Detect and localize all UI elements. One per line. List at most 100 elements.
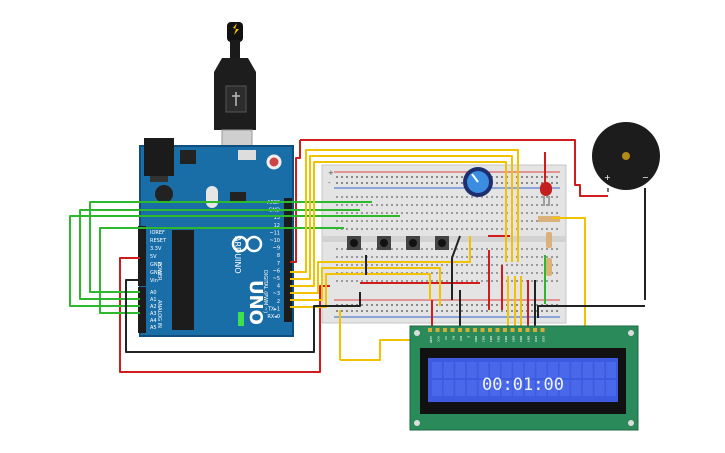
arduino-uno-board[interactable]: ARDUINO UNO ANALOG IN POWER DIGITAL (PWM… [138,138,294,337]
lcd-pin-label: VCC [437,336,441,342]
usb-cable-icon [233,23,239,35]
resistor-3 [546,258,552,276]
red-led[interactable] [540,182,552,206]
push-button-1[interactable] [347,236,361,250]
pin-label: ~11 [269,230,280,236]
pin-label: RESET [150,238,167,244]
lcd-pin[interactable] [488,328,492,332]
lcd-pin[interactable] [435,328,440,332]
wire-yellow-3[interactable] [290,161,507,287]
piezo-buzzer[interactable]: + − [592,122,660,300]
pin-label: 12 [274,223,280,229]
lcd-pin-label: DB7 [527,336,531,342]
lcd-pin-label: E [467,336,471,338]
lcd-pin-label: DB3 [497,336,501,342]
power-header [138,226,146,286]
lcd-pin[interactable] [465,328,470,332]
analog-in-label: ANALOG IN [156,300,162,328]
analog-header [138,287,146,333]
lcd-pin-label: DB5 [512,336,516,342]
wire-yellow-5[interactable] [290,267,441,306]
pin-label: 13 [274,215,280,221]
wire-green-1[interactable] [89,201,372,293]
lcd-pin-label: DB0 [474,336,478,342]
lcd-pin-label: RS [452,336,456,340]
wire-yellow-1[interactable] [290,149,519,273]
lcd-pin[interactable] [450,328,455,332]
power-jack [144,138,174,176]
pin-label: ~10 [269,238,280,244]
lcd-pin[interactable] [480,328,485,332]
lcd-pin[interactable] [518,328,522,332]
push-button-2[interactable] [377,236,391,250]
power-label: POWER [156,262,162,281]
lcd-pin-label: DB1 [482,336,486,342]
buzzer-minus-label: − [642,173,649,182]
lcd-pin[interactable] [540,328,545,332]
usb-symbol-icon [232,92,240,106]
lcd-pin-label: DB6 [519,336,523,342]
pin-label: ~5 [273,276,280,282]
push-button-3[interactable] [406,236,420,250]
arduino-model-label: UNO [245,280,266,325]
wire-green-3[interactable] [69,215,400,307]
on-led [238,312,244,326]
lcd-pin[interactable] [510,328,515,332]
pin-label: ~3 [273,291,280,297]
rail-minus-label: - [328,179,331,187]
pin-label: A3 [150,311,157,317]
lcd-pin-label: GND [429,336,433,344]
lcd-cell-grid [432,362,616,396]
lcd-pin[interactable] [428,328,432,332]
wire-red-2[interactable] [300,139,608,197]
pin-label: GND [150,270,162,276]
wire-black-3[interactable] [537,305,645,318]
lcd-pin[interactable] [473,328,477,332]
lcd-pin-label: DB4 [504,336,508,342]
buzzer-plus-label: + [604,173,611,182]
lcd-pin[interactable] [443,328,447,332]
breadboard[interactable]: + - [321,164,567,324]
wire-black-2[interactable] [451,235,461,300]
push-button-4[interactable] [435,236,449,250]
lcd-pin[interactable] [495,328,500,332]
pin-label: A4 [150,318,157,324]
lcd-pin[interactable] [533,328,537,332]
lcd-pin[interactable] [503,328,507,332]
capacitor [155,185,173,203]
lcd-pin[interactable] [525,328,530,332]
pin-label: ~6 [273,268,280,274]
pin-label: RX◂0 [267,314,280,320]
reset-button[interactable] [266,154,282,170]
potentiometer[interactable] [463,167,493,197]
pin-label: ~9 [273,246,280,252]
pin-label: 7 [277,261,280,267]
pin-label: 4 [277,284,280,290]
wire-red-1[interactable] [290,140,301,263]
lcd-pin-label: LED [542,336,546,343]
lcd-pin-label: RW [459,336,463,341]
digital-label: DIGITAL (PWM ~) [262,270,268,313]
pin-label: A1 [150,297,157,303]
lcd-display-text: 00:01:00 [482,375,564,395]
wire-yellow-4[interactable] [290,236,471,294]
crystal [206,186,218,208]
wire-green-4[interactable] [99,227,344,314]
pin-label: 2 [277,299,280,305]
wire-yellow-2[interactable] [290,155,513,280]
resistor-2 [546,232,552,248]
lcd-pin-label: V0 [444,336,448,340]
wire-black-1[interactable] [125,279,361,353]
rail-plus-label: + [328,169,334,177]
arduino-brand-label: ARDUINO [233,236,242,274]
pin-label: A0 [150,290,157,296]
atmega-chip [172,230,194,330]
lcd-pin[interactable] [458,328,462,332]
wire-green-2[interactable] [79,209,360,300]
pin-label: 5V [150,254,157,260]
